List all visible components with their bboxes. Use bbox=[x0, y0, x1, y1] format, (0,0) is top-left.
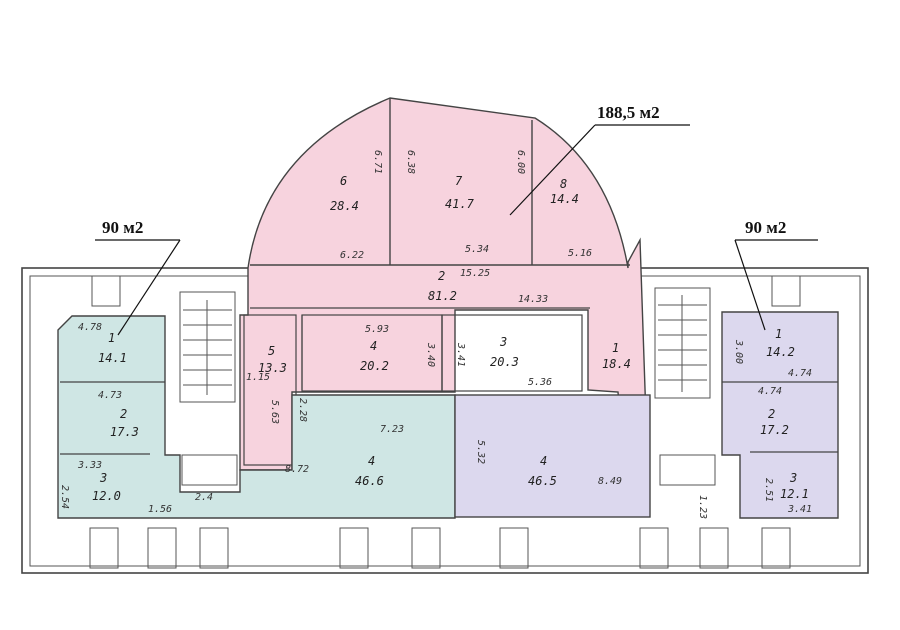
svg-text:5.93: 5.93 bbox=[365, 324, 389, 335]
svg-text:1.23: 1.23 bbox=[697, 495, 708, 519]
svg-text:5.34: 5.34 bbox=[465, 244, 489, 255]
room-area: 13.3 bbox=[258, 361, 287, 375]
room-number: 2 bbox=[438, 269, 445, 283]
lavender-zone bbox=[454, 394, 651, 518]
svg-text:14.33: 14.33 bbox=[518, 294, 548, 305]
svg-text:1.15: 1.15 bbox=[246, 372, 270, 383]
svg-text:7.23: 7.23 bbox=[380, 424, 404, 435]
room-number: 1 bbox=[108, 331, 115, 345]
svg-text:6.71: 6.71 bbox=[372, 150, 383, 174]
room-area: 14.1 bbox=[98, 351, 127, 365]
room-area: 17.3 bbox=[110, 425, 139, 439]
callout-right: 90 м2 bbox=[745, 218, 786, 237]
room-number: 4 bbox=[368, 454, 375, 468]
svg-text:2.4: 2.4 bbox=[195, 492, 213, 503]
svg-text:4.74: 4.74 bbox=[788, 368, 812, 379]
svg-text:5.16: 5.16 bbox=[568, 248, 592, 259]
svg-text:8.72: 8.72 bbox=[285, 464, 309, 475]
svg-text:3.33: 3.33 bbox=[77, 460, 102, 471]
svg-text:5.32: 5.32 bbox=[475, 440, 486, 464]
room-area: 18.4 bbox=[602, 357, 631, 371]
svg-text:3.41: 3.41 bbox=[455, 342, 466, 367]
room-area: 28.4 bbox=[330, 199, 359, 213]
room-number: 5 bbox=[268, 344, 275, 358]
svg-text:4.73: 4.73 bbox=[98, 390, 122, 401]
room-area: 20.3 bbox=[490, 355, 519, 369]
svg-text:2.51: 2.51 bbox=[763, 478, 774, 502]
stairwell-right bbox=[654, 287, 716, 486]
room-number: 2 bbox=[768, 407, 775, 421]
room-area: 41.7 bbox=[445, 197, 475, 211]
room-area: 14.2 bbox=[766, 345, 795, 359]
svg-text:5.63: 5.63 bbox=[269, 400, 280, 424]
svg-text:3.40: 3.40 bbox=[425, 342, 436, 367]
room-number: 3 bbox=[789, 471, 797, 485]
callout-left: 90 м2 bbox=[102, 218, 143, 237]
pink-zone bbox=[239, 97, 649, 479]
room-area: 12.1 bbox=[780, 487, 809, 501]
room-area: 17.2 bbox=[760, 423, 789, 437]
dimension-labels: 6.71 6.38 6.00 6.22 5.34 5.16 15.25 14.3… bbox=[59, 150, 812, 519]
svg-text:6.38: 6.38 bbox=[405, 150, 416, 174]
svg-text:5.36: 5.36 bbox=[528, 377, 552, 388]
room-area: 46.5 bbox=[528, 474, 557, 488]
window-openings bbox=[89, 275, 801, 569]
svg-text:4.78: 4.78 bbox=[78, 322, 102, 333]
room-number: 4 bbox=[370, 339, 377, 353]
room-area: 81.2 bbox=[428, 289, 457, 303]
svg-text:2.54: 2.54 bbox=[59, 485, 70, 509]
svg-text:3.41: 3.41 bbox=[787, 504, 812, 515]
svg-text:8.49: 8.49 bbox=[598, 476, 622, 487]
room-number: 6 bbox=[340, 174, 347, 188]
callout-center: 188,5 м2 bbox=[597, 103, 660, 122]
room-number: 7 bbox=[455, 174, 463, 188]
room-area: 14.4 bbox=[550, 192, 579, 206]
lavender-zone-right bbox=[721, 311, 839, 519]
stairwell-left bbox=[179, 291, 238, 486]
room-labels: 6 28.4 7 41.7 8 14.4 2 81.2 4 20.2 3 20.… bbox=[92, 174, 809, 503]
svg-text:1.56: 1.56 bbox=[148, 504, 172, 515]
svg-text:15.25: 15.25 bbox=[460, 268, 490, 279]
svg-text:6.00: 6.00 bbox=[515, 150, 526, 174]
center-leader bbox=[509, 124, 596, 216]
room-area: 20.2 bbox=[360, 359, 389, 373]
room-area: 12.0 bbox=[92, 489, 121, 503]
room-number: 4 bbox=[540, 454, 547, 468]
svg-text:3.00: 3.00 bbox=[733, 339, 744, 364]
room-number: 3 bbox=[499, 335, 507, 349]
room-number: 2 bbox=[120, 407, 127, 421]
room-area: 46.6 bbox=[355, 474, 384, 488]
room-number: 1 bbox=[775, 327, 782, 341]
room-number: 1 bbox=[612, 341, 619, 355]
room-number: 8 bbox=[560, 177, 567, 191]
svg-text:6.22: 6.22 bbox=[340, 250, 364, 261]
room-number: 3 bbox=[99, 471, 107, 485]
svg-text:2.28: 2.28 bbox=[297, 398, 308, 422]
svg-text:4.74: 4.74 bbox=[758, 386, 782, 397]
